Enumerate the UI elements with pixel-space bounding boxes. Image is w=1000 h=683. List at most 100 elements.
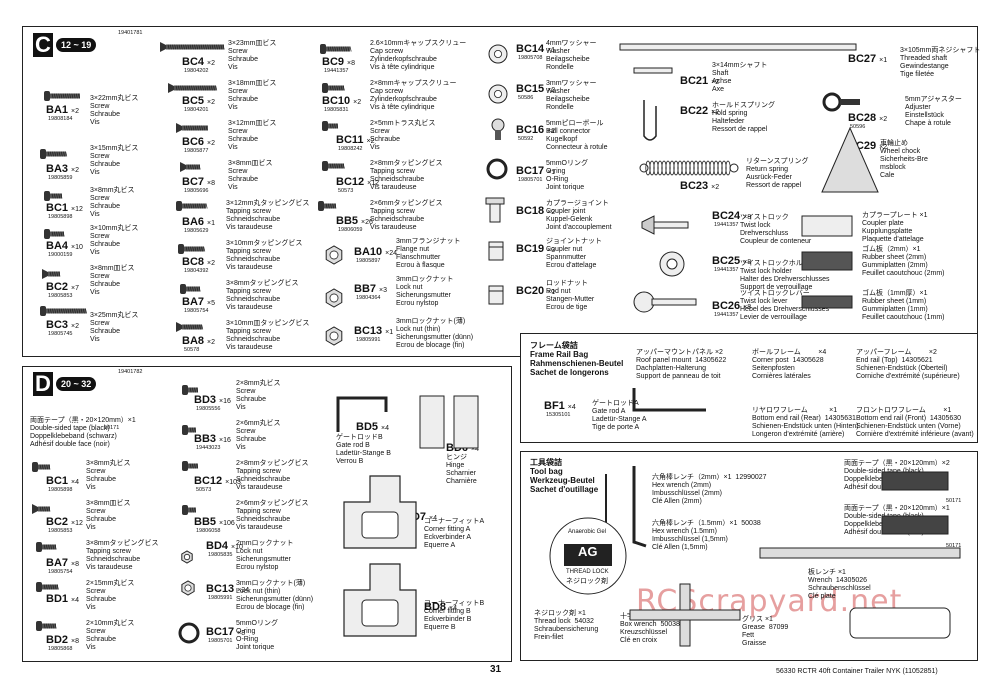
c-part-bc5-id: BC5 xyxy=(182,95,205,107)
c-part-bc1-drawing-thread xyxy=(51,193,54,199)
c-part-ba4-id: BA4 xyxy=(46,240,69,252)
tool-bag-title: 工具袋詰 Tool bag Werkzeug-Beutel Sachet d'o… xyxy=(530,458,599,494)
d-part-bb5-id: BB5 xyxy=(194,516,217,528)
c-part-bc6-drawing-thread xyxy=(201,125,204,131)
c-part-bc4-drawing xyxy=(160,42,225,52)
c-part-bc19-id: BC19 xyxy=(516,243,545,255)
d-part-bc12-drawing-thread xyxy=(196,463,199,469)
box-wrench-drawing xyxy=(629,583,741,647)
frame-part-3-desc: アッパーフレーム ×2 End rail (Top) 14305621 Schi… xyxy=(856,349,960,380)
c-part-bc12-id: BC12 xyxy=(336,176,365,188)
c-part-bc3-drawing xyxy=(40,306,87,316)
c-part-bc28-qty: ×2 xyxy=(879,116,888,123)
d-part-bd2-drawing-thread xyxy=(43,623,46,629)
tape-2-drawing xyxy=(881,515,949,535)
d-part-bc2-drawing-shank xyxy=(38,506,50,512)
c-part-bb5-code: BB5×26 xyxy=(336,215,373,229)
c-part-bc29-qty: ×2 xyxy=(879,144,888,151)
c-part-ba6-drawing-thread xyxy=(188,203,190,209)
c-part-ba3-drawing-thread xyxy=(52,151,54,157)
c-part-bc9-drawing-thread xyxy=(338,46,341,52)
d-part-bc13-id: BC13 xyxy=(206,583,235,595)
c-part-bc7-drawing-thread xyxy=(196,164,199,170)
c-part-bc20-desc: ロッドナット Rod nut Stangen-Mutter Ecrou de t… xyxy=(546,280,595,311)
c-part-bc28-drawing xyxy=(822,92,860,112)
c-part-bc2-qty: ×7 xyxy=(71,285,79,292)
c-part-bc24-shaft xyxy=(653,221,689,229)
c-part-bc9-drawing-thread xyxy=(340,46,343,52)
d-part-bd6-leaves xyxy=(419,395,479,449)
d-part-bc1-drawing-thread xyxy=(46,464,49,470)
c-part-bc10-drawing-thread xyxy=(338,85,341,91)
c-part-bb7-qty: ×3 xyxy=(379,287,387,294)
d-part-bc13-drawing xyxy=(181,580,195,596)
tape-1-rect xyxy=(881,471,949,491)
frame-part-4-desc: リヤロワフレーム ×1 Bottom end rail (Rear) 14305… xyxy=(752,407,859,438)
c-part-bc14-pn: 19805708 xyxy=(518,55,543,61)
c-part-bc4-drawing-thread xyxy=(167,44,170,50)
c-part-bc12-drawing-thread xyxy=(338,163,341,169)
c-part-bc9-drawing-thread xyxy=(329,46,332,52)
c-part-ba3-pn: 19805859 xyxy=(48,175,73,181)
c-part-bc5-drawing-thread xyxy=(186,85,189,91)
c-part-bc4-drawing-thread xyxy=(180,44,183,50)
c-part-bc18-code: BC18×2 xyxy=(516,205,555,219)
d-part-bc1-desc: 3×8mm丸ビス Screw Schraube Vis xyxy=(86,460,131,491)
c-part-bc4-drawing-head xyxy=(160,42,166,52)
c-part-bc7-drawing xyxy=(180,162,201,172)
c-part-bc5-drawing-thread xyxy=(191,85,193,91)
c-part-bc1-id: BC1 xyxy=(46,202,69,214)
d-part-bd3-pn: 19805556 xyxy=(196,406,221,412)
d-part-bd5-id: BD5 xyxy=(356,421,379,433)
c-part-bc22-wire xyxy=(643,100,657,141)
c-part-bc16-desc: 5mmピローボール Ball connector Kugelkopf Conne… xyxy=(546,120,608,151)
c-part-ba1-drawing-thread xyxy=(62,93,65,99)
c-part-bc26-drawing xyxy=(633,291,697,313)
c-part-ba6-drawing-thread xyxy=(183,203,186,209)
d-part-bd3-drawing-thread xyxy=(189,387,192,393)
c-part-bc16-id: BC16 xyxy=(516,124,545,136)
d-part-bc1-drawing-head xyxy=(32,462,38,472)
c-part-bc7-drawing-thread xyxy=(192,164,194,170)
panel-d-code: 19401782 xyxy=(118,369,143,375)
c-part-bc3-drawing-thread xyxy=(56,308,59,314)
c-part-bc12-drawing-head xyxy=(322,161,328,171)
c-part-bc25-desc: ツイストロックホルダー Twist lock holder Halter des… xyxy=(740,260,830,291)
d-part-bc13-pn: 19805991 xyxy=(208,595,233,601)
d-part-bd4-code: BD4×10 xyxy=(206,540,243,554)
threadlock-label-1: Anaerobic Gel xyxy=(568,529,607,535)
c-part-ba8-code: BA8×2 xyxy=(182,335,215,349)
d-part-bd8-code: BD8×4 xyxy=(424,601,457,615)
c-part-ba3-desc: 3×15mm丸ビス Screw Schraube Vis xyxy=(90,145,139,176)
d-tape-desc: 両面テープ（黒・20×120mm）×1 Double-sided tape (b… xyxy=(30,417,136,448)
c-part-bc4-drawing-thread xyxy=(185,44,188,50)
c-part-bc19-code: BC19×3 xyxy=(516,243,555,257)
c-part-bc8-drawing-thread xyxy=(194,246,197,252)
c-part-bc9-drawing-thread xyxy=(334,46,337,52)
coupler-plate-rect xyxy=(801,215,853,237)
c-part-bc10-drawing-thread xyxy=(336,85,339,91)
c-part-bc4-drawing-thread xyxy=(211,44,214,50)
d-part-bc1-pn: 19805898 xyxy=(48,487,73,493)
c-part-bc10-desc: 2×8mmキャップスクリュー Cap screw Zylinderkopfsch… xyxy=(370,80,457,111)
d-part-bd1-id: BD1 xyxy=(46,593,69,605)
c-part-ba10-drawing xyxy=(325,245,343,265)
c-part-bc5-drawing-thread xyxy=(180,85,182,91)
c-part-ba3-qty: ×2 xyxy=(71,167,79,174)
c-part-bc13-desc: 3mmロックナット(薄) Lock nut (thin) Sicherungsm… xyxy=(396,318,474,349)
c-part-bc9-qty: ×8 xyxy=(347,60,355,67)
c-part-ba6-qty: ×1 xyxy=(207,220,215,227)
d-part-bd2-code: BD2×8 xyxy=(46,634,79,648)
c-part-bc15-qty: ×2 xyxy=(547,87,556,94)
c-part-bc5-pn: 19804201 xyxy=(184,107,209,113)
c-part-bc6-drawing xyxy=(176,123,208,133)
c-part-bc6-pn: 19805877 xyxy=(184,148,209,154)
c-part-bc4-drawing-thread xyxy=(202,44,205,50)
frame-bf1-desc: ゲートロッドA Gate rod A Ladetür-Stange A Tige… xyxy=(592,400,647,431)
c-part-bc9-code: BC9×8 xyxy=(322,56,355,70)
c-part-bc21-drawing xyxy=(633,67,673,74)
d-part-bd2-qty: ×8 xyxy=(71,638,79,645)
c-part-bc13-drawing xyxy=(325,326,343,346)
c-part-bc3-drawing-thread xyxy=(80,308,83,314)
c-part-bc11-drawing-thread xyxy=(331,123,334,129)
